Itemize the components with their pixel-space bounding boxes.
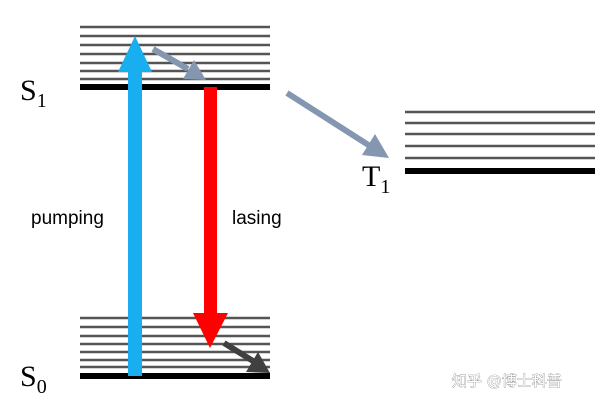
s0-label-main: S xyxy=(20,360,37,393)
t1-label-sub: 1 xyxy=(380,176,390,198)
s1-relaxation-arrow xyxy=(151,46,206,80)
lasing-label: lasing xyxy=(232,208,282,229)
s0-label: S0 xyxy=(20,360,47,398)
t1-label: T1 xyxy=(362,160,390,198)
t1-manifold xyxy=(405,110,595,174)
watermark: 知乎 @博士科普 xyxy=(452,372,562,390)
lasing-arrow xyxy=(193,87,228,348)
s1-label-main: S xyxy=(20,74,37,107)
pumping-label: pumping xyxy=(31,208,104,229)
intersystem-crossing-arrow xyxy=(285,90,389,158)
s1-manifold xyxy=(80,25,270,90)
s0-relaxation-arrow xyxy=(222,340,270,373)
pumping-arrow xyxy=(118,36,152,376)
s0-label-sub: 0 xyxy=(37,376,47,398)
s1-label: S1 xyxy=(20,74,47,112)
s0-manifold xyxy=(80,316,270,379)
t1-label-main: T xyxy=(362,160,380,193)
s1-label-sub: 1 xyxy=(37,90,47,112)
